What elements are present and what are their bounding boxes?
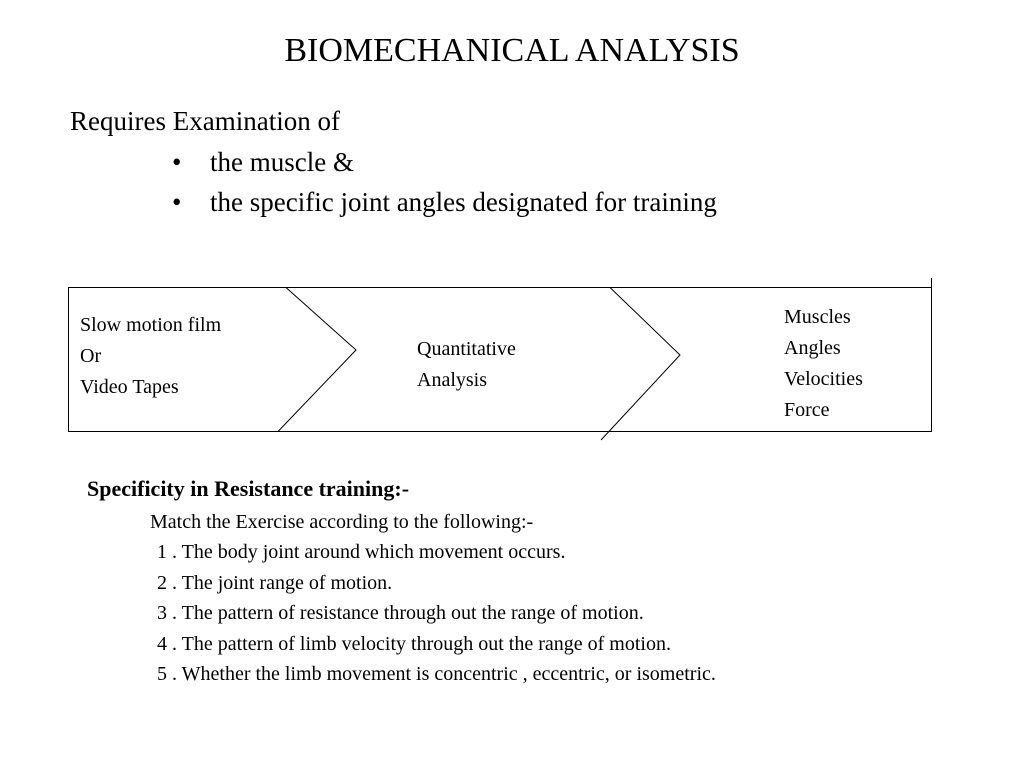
flow-line: Velocities — [784, 368, 863, 390]
flow-line: Quantitative — [417, 338, 516, 360]
flow-line: Video Tapes — [80, 376, 179, 398]
page-title: BIOMECHANICAL ANALYSIS — [284, 32, 740, 69]
flow-chevron-2 — [600, 287, 681, 441]
flow-chevron-1 — [277, 287, 357, 432]
list-item: 3 . The pattern of resistance through ou… — [157, 602, 644, 624]
bullet-text: the muscle & — [210, 147, 354, 177]
list-item: 1 . The body joint around which movement… — [157, 541, 566, 563]
bullet-item: • the specific joint angles designated fo… — [172, 184, 717, 220]
flow-line: Angles — [784, 337, 841, 359]
specificity-list: 1 . The body joint around which movement… — [157, 537, 716, 690]
flow-box-outline — [68, 287, 932, 432]
list-item: 4 . The pattern of limb velocity through… — [157, 632, 671, 655]
flow-line: Muscles — [784, 306, 851, 328]
bullet-text: the specific joint angles designated for… — [210, 187, 717, 217]
bullet-item: • the muscle & — [172, 144, 354, 180]
flow-line: Slow motion film — [80, 314, 222, 336]
flow-step-source: Slow motion film Or Video Tapes — [80, 310, 221, 403]
flow-diagram — [68, 278, 932, 441]
flow-line: Or — [80, 345, 102, 367]
bullet-dot-icon: • — [172, 147, 182, 177]
section-subheading: Match the Exercise according to the foll… — [150, 511, 534, 533]
section-heading: Specificity in Resistance training:- — [87, 476, 410, 501]
flow-step-analysis: Quantitative Analysis — [417, 334, 516, 396]
list-item: 5 . Whether the limb movement is concent… — [157, 663, 716, 685]
flow-line: Force — [784, 399, 830, 421]
flow-step-outputs: Muscles Angles Velocities Force — [784, 302, 863, 426]
list-item: 2 . The joint range of motion. — [157, 571, 393, 594]
flow-line: Analysis — [417, 369, 487, 391]
intro-text: Requires Examination of — [70, 106, 340, 136]
bullet-dot-icon: • — [172, 187, 182, 217]
